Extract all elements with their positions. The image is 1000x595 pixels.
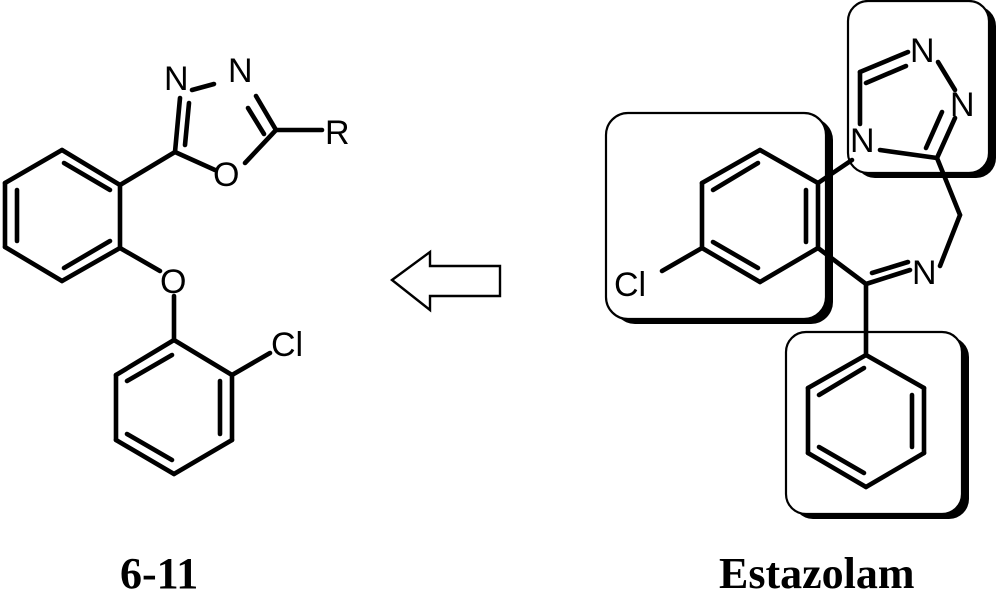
atom-r-group: R bbox=[325, 114, 350, 152]
chloro-bond bbox=[229, 350, 273, 378]
compound-estazolam: N N N N Cl Estazolam bbox=[604, 0, 996, 595]
atom-n2: N bbox=[228, 52, 253, 90]
oxadiazole-ring bbox=[172, 81, 325, 173]
atom-n-top: N bbox=[910, 32, 935, 70]
atom-o-ether: O bbox=[160, 263, 186, 301]
highlight-frame-triazole bbox=[846, 0, 996, 178]
atom-n-right: N bbox=[950, 86, 975, 124]
diazepine-ring bbox=[815, 155, 963, 358]
caption-6-11: 6-11 bbox=[120, 549, 198, 595]
ether-bond-upper bbox=[117, 245, 163, 274]
benzene-ring-bottom bbox=[113, 337, 235, 477]
atom-cl: Cl bbox=[271, 326, 303, 364]
atom-n-left: N bbox=[850, 122, 875, 160]
atom-n-imine: N bbox=[912, 254, 937, 292]
phenyl-ring bbox=[805, 352, 927, 490]
atom-n1: N bbox=[164, 60, 189, 98]
left-arrow bbox=[390, 249, 502, 313]
triazole-ring bbox=[857, 49, 958, 161]
chlorophenyl-ring bbox=[699, 147, 821, 285]
caption-estazolam: Estazolam bbox=[719, 549, 915, 595]
compound-6-11: N N O R O Cl 6-11 bbox=[2, 52, 350, 595]
atom-o-ring: O bbox=[213, 156, 239, 194]
biaryl-bond bbox=[117, 149, 178, 188]
benzene-ring-top bbox=[2, 147, 123, 284]
atom-cl-estazolam: Cl bbox=[614, 266, 646, 304]
estazolam-chloro-bond bbox=[659, 245, 705, 274]
